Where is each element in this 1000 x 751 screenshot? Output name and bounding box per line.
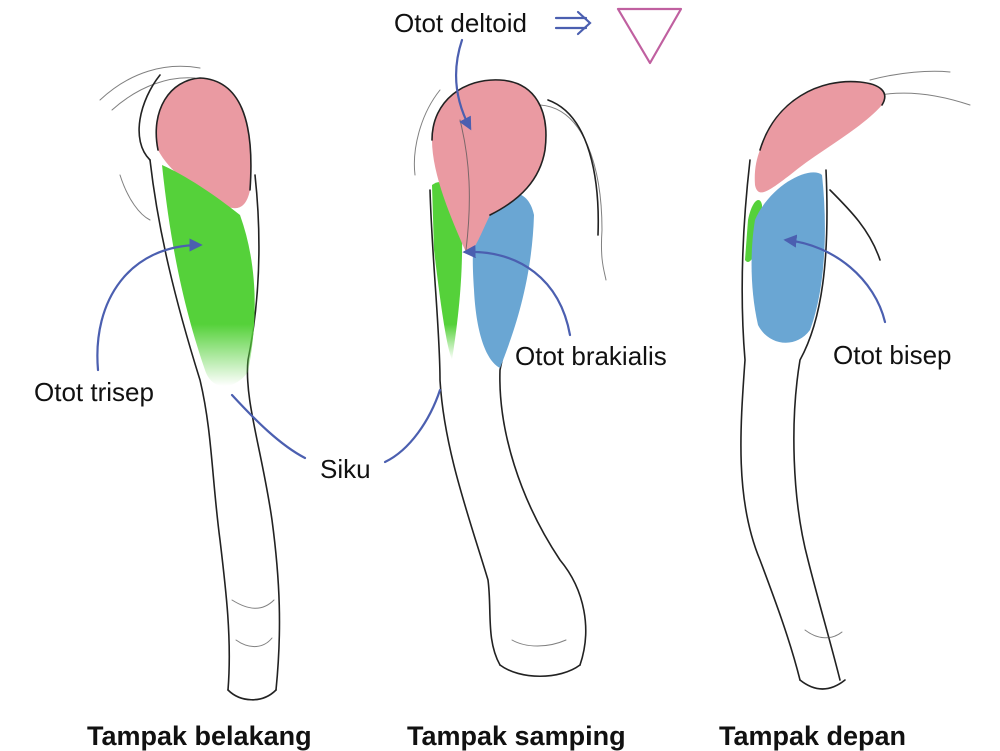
triceps-label: Otot trisep <box>34 377 154 407</box>
elbow-pointer-side <box>383 388 442 464</box>
biceps-label: Otot bisep <box>833 340 952 370</box>
deltoid-muscle-front <box>754 81 885 193</box>
down-triangle-icon <box>616 7 683 65</box>
pointer-arrows <box>96 38 887 464</box>
arm-back-view <box>99 65 281 701</box>
triceps-muscle-side <box>432 182 463 360</box>
deltoid-pointer <box>455 38 472 131</box>
biceps-pointer <box>783 234 887 324</box>
elbow-label: Siku <box>320 454 371 484</box>
arm-front-view <box>740 70 971 690</box>
elbow-pointer-back <box>230 393 307 460</box>
deltoid-label: Otot deltoid <box>394 8 527 38</box>
biceps-muscle <box>751 172 825 343</box>
brachialis-muscle <box>472 193 534 368</box>
brachialis-label: Otot brakialis <box>515 341 667 371</box>
arm-side-view <box>413 79 607 678</box>
caption-side-view: Tampak samping <box>407 721 626 751</box>
brachialis-pointer <box>462 245 572 337</box>
caption-back-view: Tampak belakang <box>87 721 312 751</box>
caption-front-view: Tampak depan <box>719 721 906 751</box>
triceps-pointer <box>96 238 203 372</box>
triceps-muscle <box>162 165 255 386</box>
double-arrow-icon <box>554 10 592 36</box>
